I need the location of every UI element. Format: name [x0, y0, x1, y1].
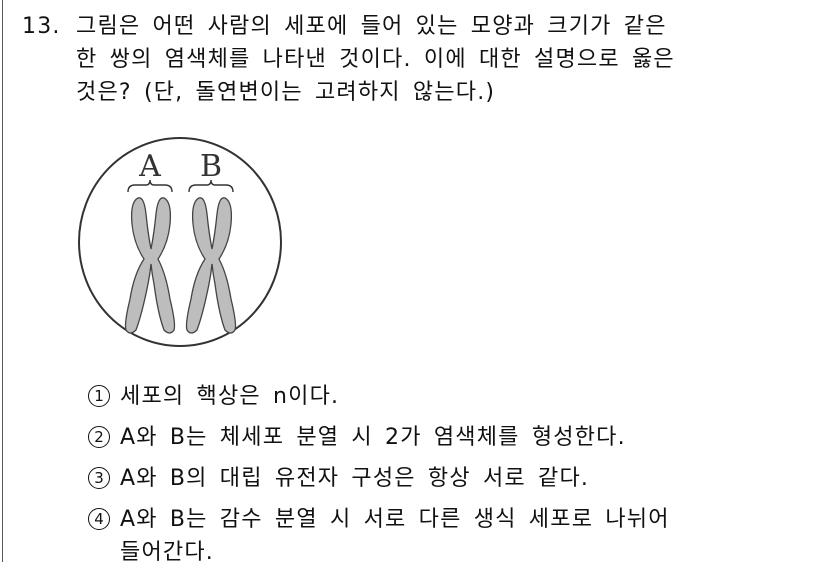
- choice-3-text: A와 B의 대립 유전자 구성은 항상 서로 같다.: [120, 462, 589, 495]
- question-line-1: 13. 그림은 어떤 사람의 세포에 들어 있는 모양과 크기가 같은: [22, 10, 812, 43]
- brace-a: [127, 179, 173, 193]
- brace-b: [188, 179, 234, 193]
- choice-1-line-1: 세포의 핵상은 n이다.: [120, 384, 340, 409]
- question-block: 13. 그림은 어떤 사람의 세포에 들어 있는 모양과 크기가 같은 한 쌍의 …: [22, 10, 812, 109]
- chromosome-a: [124, 197, 176, 334]
- question-line-3: 것은? (단, 돌연변이는 고려하지 않는다.): [76, 80, 496, 105]
- choice-2-line-1: A와 B는 체세포 분열 시 2가 염색체를 형성한다.: [120, 425, 626, 450]
- choice-3-mark: 3: [88, 467, 110, 489]
- choice-2-text: A와 B는 체세포 분열 시 2가 염색체를 형성한다.: [120, 421, 626, 454]
- label-a: A: [138, 149, 161, 184]
- choice-3[interactable]: 3 A와 B의 대립 유전자 구성은 항상 서로 같다.: [88, 462, 808, 495]
- choice-4-text: A와 B는 감수 분열 시 서로 다른 생식 세포로 나뉘어 들어간다.: [120, 503, 670, 569]
- choice-1[interactable]: 1 세포의 핵상은 n이다.: [88, 380, 808, 413]
- question-number: 13.: [22, 14, 61, 39]
- choice-2[interactable]: 2 A와 B는 체세포 분열 시 2가 염색체를 형성한다.: [88, 421, 808, 454]
- choice-3-line-1: A와 B의 대립 유전자 구성은 항상 서로 같다.: [120, 466, 590, 491]
- label-b: B: [200, 149, 222, 184]
- choice-1-text: 세포의 핵상은 n이다.: [120, 380, 339, 413]
- choice-1-mark: 1: [88, 385, 110, 407]
- question-text-1: 그림은 어떤 사람의 세포에 들어 있는 모양과 크기가 같은: [76, 14, 667, 39]
- chromosome-figure: A B: [72, 124, 292, 356]
- left-border-rule: [2, 0, 3, 562]
- answer-choices: 1 세포의 핵상은 n이다. 2 A와 B는 체세포 분열 시 2가 염색체를 …: [88, 380, 808, 577]
- choice-4-line-2: 들어간다.: [120, 540, 214, 565]
- choice-4[interactable]: 4 A와 B는 감수 분열 시 서로 다른 생식 세포로 나뉘어 들어간다.: [88, 503, 808, 569]
- question-line-2: 한 쌍의 염색체를 나타낸 것이다. 이에 대한 설명으로 옳은: [76, 47, 675, 72]
- cell-outline: [78, 137, 282, 347]
- choice-4-line-1: A와 B는 감수 분열 시 서로 다른 생식 세포로 나뉘어: [120, 507, 670, 532]
- chromosome-b: [185, 197, 237, 334]
- homologous-chromosome-diagram: A B: [78, 137, 282, 347]
- choice-2-mark: 2: [88, 426, 110, 448]
- choice-4-mark: 4: [88, 508, 110, 530]
